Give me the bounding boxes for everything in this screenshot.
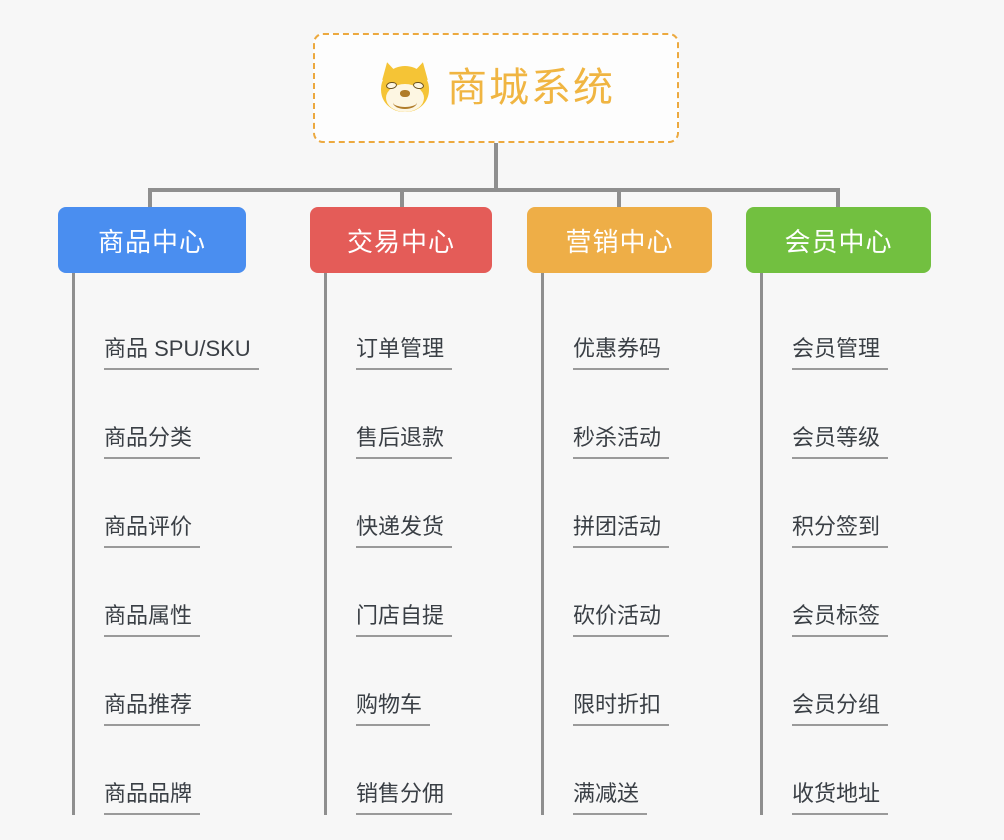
shiba-dog-face-icon (377, 60, 433, 116)
list-item[interactable]: 快递发货 (324, 463, 492, 552)
spine-2 (324, 273, 327, 815)
column-会员中心: 会员中心 会员管理 会员等级 积分签到 会员标签 会员分组 收货地址 (746, 207, 931, 819)
root-node-商城系统[interactable]: 商城系统 (313, 33, 679, 143)
item-list-3: 优惠券码 秒杀活动 拼团活动 砍价活动 限时折扣 满减送 (527, 273, 712, 819)
list-item[interactable]: 售后退款 (324, 374, 492, 463)
connector-drop-3 (617, 188, 621, 209)
list-item-label: 积分签到 (792, 514, 889, 548)
list-item[interactable]: 商品 SPU/SKU (72, 285, 259, 374)
dog-mouth-icon (393, 96, 417, 109)
list-item-label: 门店自提 (356, 603, 453, 637)
item-list-4: 会员管理 会员等级 积分签到 会员标签 会员分组 收货地址 (746, 273, 931, 819)
category-header-2[interactable]: 交易中心 (310, 207, 492, 273)
list-item[interactable]: 商品属性 (72, 552, 246, 641)
list-item-label: 收货地址 (792, 781, 889, 815)
list-item-label: 拼团活动 (573, 514, 670, 548)
list-item[interactable]: 商品评价 (72, 463, 246, 552)
root-title: 商城系统 (447, 66, 615, 110)
list-item[interactable]: 订单管理 (324, 285, 492, 374)
category-header-1[interactable]: 商品中心 (58, 207, 246, 273)
column-交易中心: 交易中心 订单管理 售后退款 快递发货 门店自提 购物车 销售分佣 (310, 207, 492, 819)
connector-drop-1 (148, 188, 152, 209)
connector-drop-4 (836, 188, 840, 209)
list-item[interactable]: 会员标签 (760, 552, 931, 641)
column-商品中心: 商品中心 商品 SPU/SKU 商品分类 商品评价 商品属性 商品推荐 商品品牌 (58, 207, 259, 819)
list-item[interactable]: 会员等级 (760, 374, 931, 463)
spine-1 (72, 273, 75, 815)
connector-horizontal-bus (148, 188, 840, 192)
list-item-label: 会员管理 (792, 336, 889, 370)
list-item-label: 会员分组 (792, 692, 889, 726)
list-item-label: 优惠券码 (573, 336, 670, 370)
list-item[interactable]: 购物车 (324, 641, 492, 730)
category-header-3[interactable]: 营销中心 (527, 207, 712, 273)
list-item[interactable]: 秒杀活动 (541, 374, 712, 463)
list-item[interactable]: 限时折扣 (541, 641, 712, 730)
list-item-label: 秒杀活动 (573, 425, 670, 459)
list-item-label: 砍价活动 (573, 603, 670, 637)
list-item-label: 订单管理 (356, 336, 453, 370)
dog-nose-icon (400, 90, 410, 97)
list-item[interactable]: 商品分类 (72, 374, 246, 463)
list-item-label: 购物车 (356, 692, 431, 726)
spine-3 (541, 273, 544, 815)
item-list-1: 商品 SPU/SKU 商品分类 商品评价 商品属性 商品推荐 商品品牌 (58, 273, 259, 819)
list-item-label: 售后退款 (356, 425, 453, 459)
list-item-label: 限时折扣 (573, 692, 670, 726)
list-item[interactable]: 积分签到 (760, 463, 931, 552)
list-item[interactable]: 满减送 (541, 730, 712, 819)
list-item-label: 商品品牌 (104, 781, 201, 815)
column-营销中心: 营销中心 优惠券码 秒杀活动 拼团活动 砍价活动 限时折扣 满减送 (527, 207, 712, 819)
list-item-label: 会员标签 (792, 603, 889, 637)
list-item-label: 商品属性 (104, 603, 201, 637)
spine-4 (760, 273, 763, 815)
category-header-4[interactable]: 会员中心 (746, 207, 931, 273)
item-list-2: 订单管理 售后退款 快递发货 门店自提 购物车 销售分佣 (310, 273, 492, 819)
list-item-label: 快递发货 (356, 514, 453, 548)
list-item[interactable]: 销售分佣 (324, 730, 492, 819)
list-item[interactable]: 门店自提 (324, 552, 492, 641)
list-item-label: 销售分佣 (356, 781, 453, 815)
connector-drop-2 (400, 188, 404, 209)
list-item-label: 会员等级 (792, 425, 889, 459)
connector-root-vertical (494, 143, 498, 190)
list-item-label: 商品推荐 (104, 692, 201, 726)
list-item[interactable]: 商品推荐 (72, 641, 246, 730)
list-item-label: 商品评价 (104, 514, 201, 548)
list-item[interactable]: 砍价活动 (541, 552, 712, 641)
list-item[interactable]: 会员管理 (760, 285, 931, 374)
list-item-label: 商品 SPU/SKU (104, 336, 259, 370)
list-item-label: 满减送 (573, 781, 648, 815)
list-item[interactable]: 会员分组 (760, 641, 931, 730)
list-item[interactable]: 商品品牌 (72, 730, 246, 819)
list-item-label: 商品分类 (104, 425, 201, 459)
list-item[interactable]: 拼团活动 (541, 463, 712, 552)
list-item[interactable]: 优惠券码 (541, 285, 712, 374)
list-item[interactable]: 收货地址 (760, 730, 931, 819)
